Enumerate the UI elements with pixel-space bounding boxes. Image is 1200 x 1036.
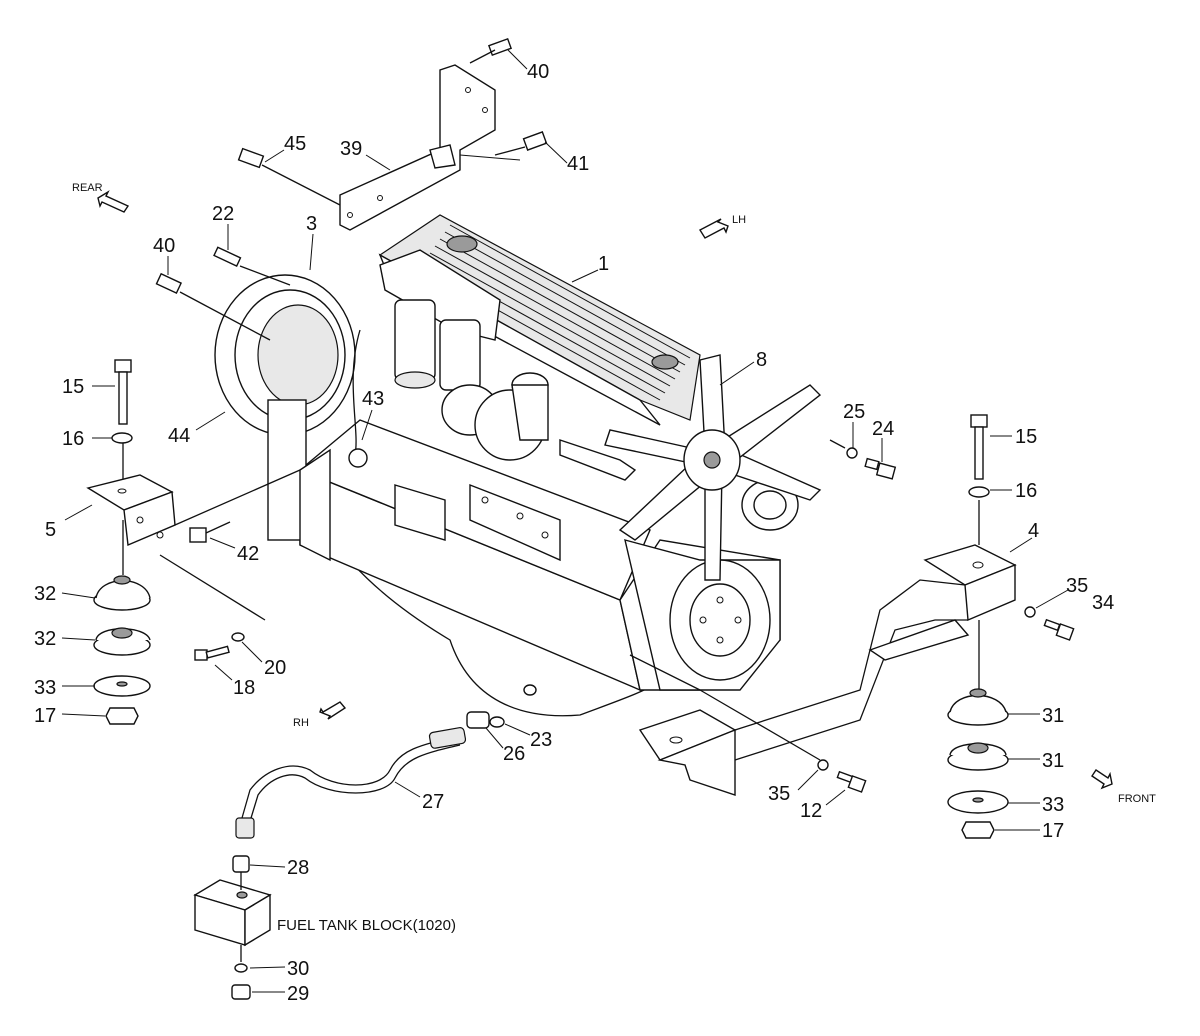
bolt-15-right <box>970 414 988 480</box>
direction-front-label: FRONT <box>1118 793 1156 805</box>
direction-lh-label: LH <box>732 214 746 226</box>
mount-bracket-4 <box>923 544 1017 622</box>
washer-25 <box>846 447 858 459</box>
callout-34: 34 <box>1092 592 1114 614</box>
callout-32-lower: 32 <box>34 628 56 650</box>
fuel-tank-block <box>193 879 272 947</box>
washer-20 <box>231 632 245 642</box>
callout-40-left: 40 <box>153 235 175 257</box>
callout-18: 18 <box>233 677 255 699</box>
callout-1: 1 <box>598 253 609 275</box>
callout-25: 25 <box>843 401 865 423</box>
front-arrow-icon <box>1091 769 1113 790</box>
callout-29: 29 <box>287 983 309 1005</box>
oring-30 <box>234 963 248 973</box>
callout-31-lower: 31 <box>1042 750 1064 772</box>
rubber-mount-31-upper <box>947 688 1009 726</box>
callout-45: 45 <box>284 133 306 155</box>
callout-40-top: 40 <box>527 61 549 83</box>
callout-22: 22 <box>212 203 234 225</box>
callout-24: 24 <box>872 418 894 440</box>
callout-27: 27 <box>422 791 444 813</box>
plug-29 <box>231 984 251 1000</box>
callout-26: 26 <box>503 743 525 765</box>
callout-8: 8 <box>756 349 767 371</box>
fasteners <box>86 37 1075 839</box>
callout-12: 12 <box>800 800 822 822</box>
callout-5: 5 <box>45 519 56 541</box>
callout-20: 20 <box>264 657 286 679</box>
bolt-15-left <box>114 359 132 500</box>
callout-43: 43 <box>362 388 384 410</box>
rubber-mount-32-upper <box>93 575 151 611</box>
washer-16-right <box>968 486 990 498</box>
callout-39: 39 <box>340 138 362 160</box>
leader-lines <box>61 49 1069 993</box>
bolt-42 <box>189 521 231 543</box>
callout-15-left: 15 <box>62 376 84 398</box>
callout-32-upper: 32 <box>34 583 56 605</box>
callout-17-left: 17 <box>34 705 56 727</box>
lh-arrow-icon <box>699 218 729 239</box>
callout-35-right: 35 <box>1066 575 1088 597</box>
bolt-34 <box>1043 618 1075 641</box>
callout-33-right: 33 <box>1042 794 1064 816</box>
washer-35-lower <box>817 759 829 771</box>
bolt-45 <box>237 147 341 206</box>
bolt-41 <box>494 131 548 156</box>
callout-16-right: 16 <box>1015 480 1037 502</box>
callout-35-lower: 35 <box>768 783 790 805</box>
direction-indicators: REAR LH RH FRONT <box>72 182 1156 805</box>
callout-23: 23 <box>530 729 552 751</box>
bolt-22 <box>213 246 291 286</box>
cooling-fan <box>604 354 822 581</box>
fitting-26 <box>466 711 490 729</box>
fuel-tank-block-label: FUEL TANK BLOCK(1020) <box>277 917 456 934</box>
callout-4: 4 <box>1028 520 1039 542</box>
callout-31-upper: 31 <box>1042 705 1064 727</box>
bolt-40-top <box>469 37 513 64</box>
callout-28: 28 <box>287 857 309 879</box>
washer-23 <box>489 716 505 728</box>
nut-17-right <box>961 821 995 839</box>
callout-44: 44 <box>168 425 190 447</box>
washer-35-right <box>1024 606 1036 618</box>
callout-42: 42 <box>237 543 259 565</box>
rh-arrow-icon <box>319 701 347 720</box>
flywheel-housing <box>214 274 356 562</box>
nut-17-left <box>105 707 139 725</box>
engine-support-arm <box>629 579 970 796</box>
washer-16-left <box>111 432 133 444</box>
bolt-40-left <box>155 272 271 341</box>
rear-arrow-icon <box>97 190 130 213</box>
callout-30: 30 <box>287 958 309 980</box>
callout-15-right: 15 <box>1015 426 1037 448</box>
fuel-pipe-assembly <box>193 727 467 1000</box>
direction-rh-label: RH <box>293 717 309 729</box>
engine-assembly <box>214 214 822 717</box>
callout-16-left: 16 <box>62 428 84 450</box>
bolt-24 <box>864 457 897 480</box>
rubber-mount-31-lower <box>947 742 1009 771</box>
bracket-39 <box>339 64 521 231</box>
mount-bracket-5 <box>86 474 176 547</box>
bolt-12 <box>836 770 867 793</box>
callout-33-left: 33 <box>34 677 56 699</box>
fitting-28 <box>232 855 250 873</box>
bolt-18 <box>194 645 230 661</box>
callout-numbers: 40 41 45 39 22 3 40 1 8 15 43 25 24 15 1… <box>34 61 1114 1005</box>
callout-17-right: 17 <box>1042 820 1064 842</box>
direction-rear-label: REAR <box>72 182 103 194</box>
callout-41: 41 <box>567 153 589 175</box>
rubber-mount-32-lower <box>93 627 151 656</box>
callout-3: 3 <box>306 213 317 235</box>
